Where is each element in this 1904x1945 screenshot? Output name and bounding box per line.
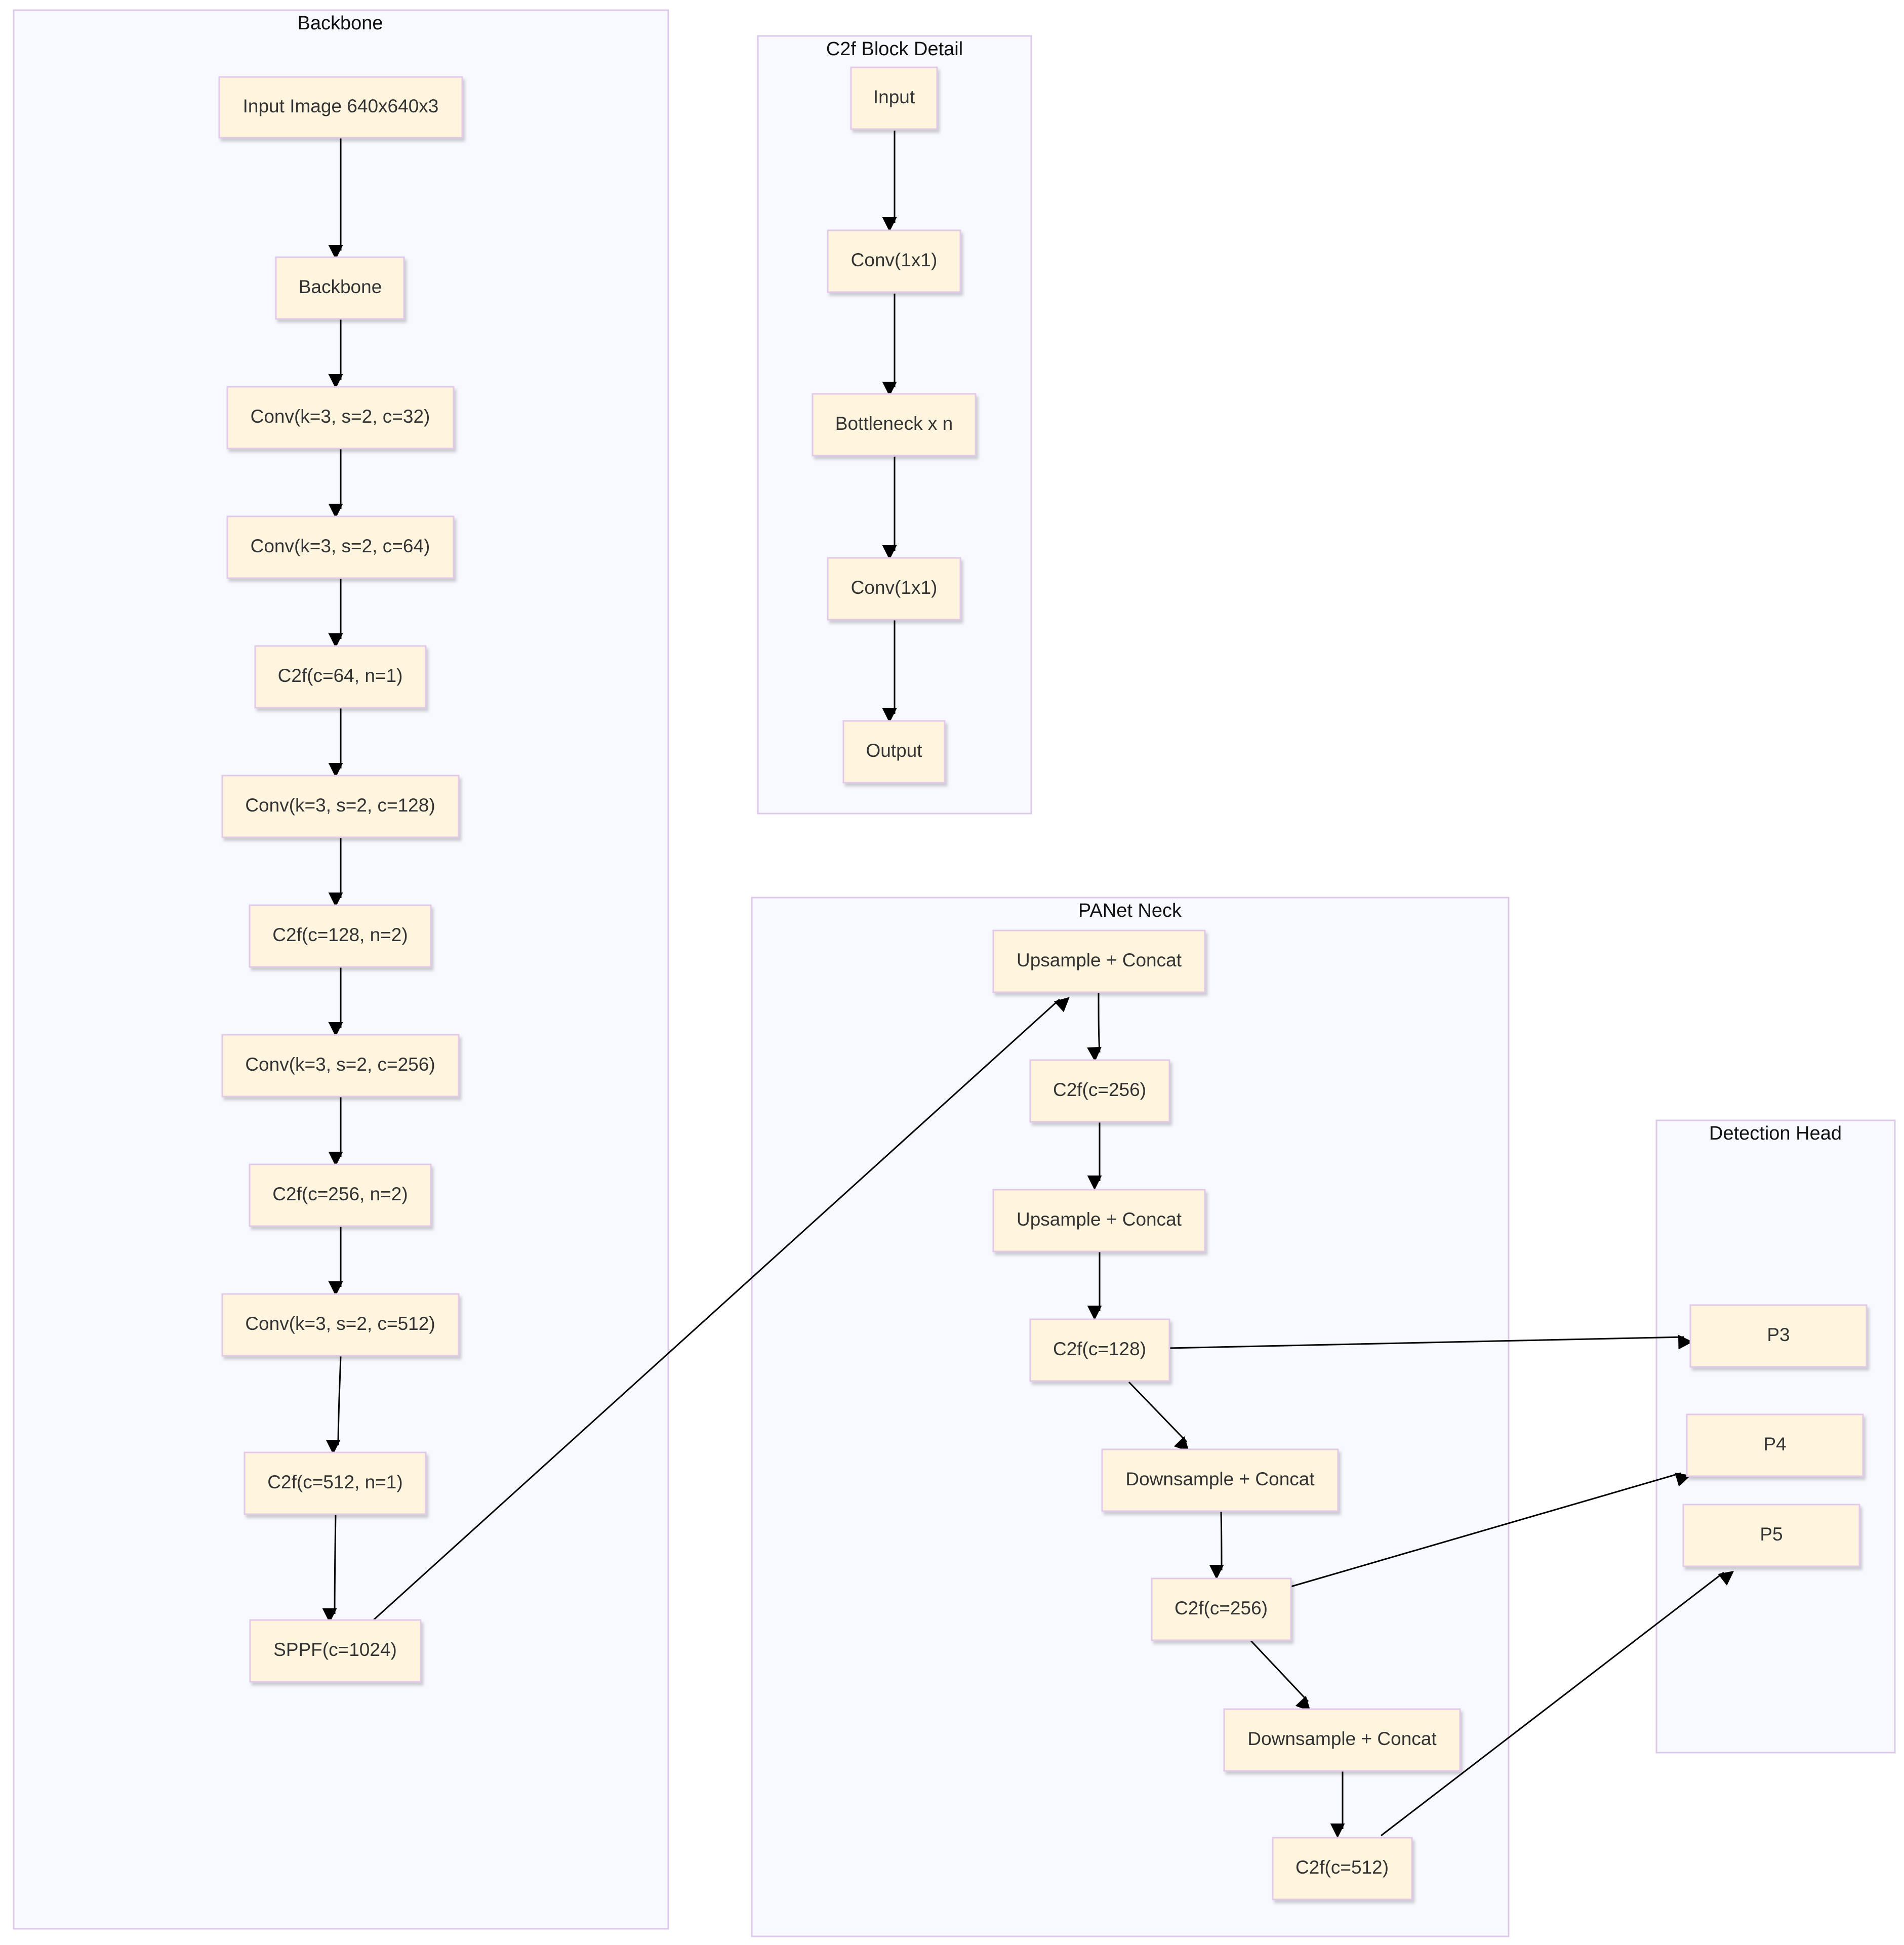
node-neck-downsample-concat-2: Downsample + Concat [1223, 1708, 1461, 1772]
node-label-neck-upsample-1: Upsample + Concat [1017, 950, 1182, 970]
edge-c2f-256-to-p4 [1290, 1472, 1691, 1588]
node-label-conv-64: Conv(k=3, s=2, c=64) [251, 536, 430, 556]
node-label-conv-32: Conv(k=3, s=2, c=32) [251, 406, 430, 427]
node-neck-upsample-concat-2: Upsample + Concat [992, 1189, 1206, 1252]
node-sppf: SPPF(c=1024) [249, 1619, 422, 1683]
node-label-neck-c2f-512: C2f(c=512) [1295, 1857, 1389, 1878]
node-label-conv-256: Conv(k=3, s=2, c=256) [245, 1054, 435, 1075]
node-conv-64: Conv(k=3, s=2, c=64) [226, 515, 455, 579]
node-label-neck-downsample-1: Downsample + Concat [1125, 1469, 1315, 1489]
node-neck-c2f-128: C2f(c=128) [1029, 1318, 1170, 1382]
cluster-title-c2f-detail: C2f Block Detail [826, 38, 963, 60]
node-c2f-256-backbone: C2f(c=256, n=2) [249, 1163, 432, 1227]
node-label-head-p5: P5 [1760, 1524, 1783, 1545]
node-c2f-detail-output: Output [842, 720, 946, 784]
node-c2f-detail-input: Input [850, 66, 938, 130]
node-label-input-image: Input Image 640x640x3 [243, 96, 439, 116]
cluster-panet-neck: PANet Neck [751, 897, 1510, 1937]
node-c2f-128-backbone: C2f(c=128, n=2) [249, 904, 432, 968]
node-c2f-512-backbone: C2f(c=512, n=1) [244, 1451, 427, 1515]
node-conv-512: Conv(k=3, s=2, c=512) [221, 1293, 460, 1357]
node-label-c2f-detail-conv-a: Conv(1x1) [851, 250, 938, 270]
node-conv-256: Conv(k=3, s=2, c=256) [221, 1034, 460, 1098]
node-label-conv-128: Conv(k=3, s=2, c=128) [245, 795, 435, 816]
node-label-neck-downsample-2: Downsample + Concat [1247, 1728, 1437, 1749]
cluster-title-detection-head: Detection Head [1709, 1123, 1842, 1144]
edge-c2f-256-to-downsample-2 [1249, 1639, 1311, 1712]
node-label-c2f-64: C2f(c=64, n=1) [278, 665, 403, 686]
edge-conv-512-to-c2f-512 [326, 1355, 342, 1454]
edge-sppf-to-upsample-concat [369, 997, 1070, 1625]
node-c2f-64: C2f(c=64, n=1) [254, 645, 427, 709]
node-input-image: Input Image 640x640x3 [218, 76, 463, 139]
node-neck-upsample-concat-1: Upsample + Concat [992, 929, 1206, 993]
node-label-c2f-256-backbone: C2f(c=256, n=2) [272, 1184, 408, 1204]
edge-c2f-512-to-sppf [322, 1513, 337, 1623]
node-label-head-p3: P3 [1767, 1324, 1790, 1345]
node-c2f-detail-conv-b: Conv(1x1) [827, 557, 961, 621]
edges-layer [322, 131, 1734, 1838]
node-head-p3: P3 [1689, 1304, 1868, 1368]
edge-c2f-512-to-p5 [1381, 1570, 1734, 1837]
cluster-panet-neck-frame [751, 897, 1510, 1937]
node-label-conv-512: Conv(k=3, s=2, c=512) [245, 1313, 435, 1334]
node-conv-32: Conv(k=3, s=2, c=32) [226, 386, 455, 450]
node-label-neck-c2f-128: C2f(c=128) [1053, 1339, 1146, 1359]
node-label-neck-c2f-256-b: C2f(c=256) [1174, 1598, 1268, 1618]
cluster-title-backbone: Backbone [297, 13, 383, 34]
node-conv-128: Conv(k=3, s=2, c=128) [221, 775, 460, 838]
node-label-backbone: Backbone [299, 276, 382, 297]
edge-c2f-128-to-p3 [1168, 1334, 1693, 1350]
node-head-p4: P4 [1686, 1413, 1864, 1477]
node-label-c2f-detail-bottleneck: Bottleneck x n [835, 413, 953, 434]
node-label-c2f-detail-input: Input [873, 87, 915, 107]
node-c2f-detail-conv-a: Conv(1x1) [827, 229, 961, 293]
node-label-c2f-128-backbone: C2f(c=128, n=2) [272, 924, 408, 945]
node-label-c2f-detail-output: Output [866, 740, 922, 761]
node-label-sppf: SPPF(c=1024) [273, 1639, 397, 1660]
node-label-c2f-512-backbone: C2f(c=512, n=1) [267, 1472, 402, 1492]
edge-upsample-1-to-c2f-256 [1087, 992, 1102, 1062]
node-label-c2f-detail-conv-b: Conv(1x1) [851, 577, 938, 598]
cluster-title-panet-neck: PANet Neck [1078, 900, 1182, 921]
edge-downsample-1-to-c2f-256 [1209, 1511, 1224, 1579]
node-backbone: Backbone [275, 256, 405, 320]
node-neck-c2f-256-b: C2f(c=256) [1151, 1577, 1292, 1641]
node-label-neck-c2f-256-a: C2f(c=256) [1053, 1079, 1146, 1100]
node-head-p5: P5 [1682, 1504, 1860, 1567]
node-neck-c2f-512: C2f(c=512) [1272, 1837, 1413, 1900]
node-c2f-detail-bottleneck: Bottleneck x n [812, 393, 977, 457]
node-neck-downsample-concat-1: Downsample + Concat [1101, 1448, 1339, 1512]
node-neck-c2f-256-a: C2f(c=256) [1029, 1059, 1170, 1123]
node-label-neck-upsample-2: Upsample + Concat [1017, 1209, 1182, 1230]
node-label-head-p4: P4 [1763, 1434, 1786, 1454]
edge-c2f-128-to-downsample-1 [1128, 1381, 1190, 1452]
